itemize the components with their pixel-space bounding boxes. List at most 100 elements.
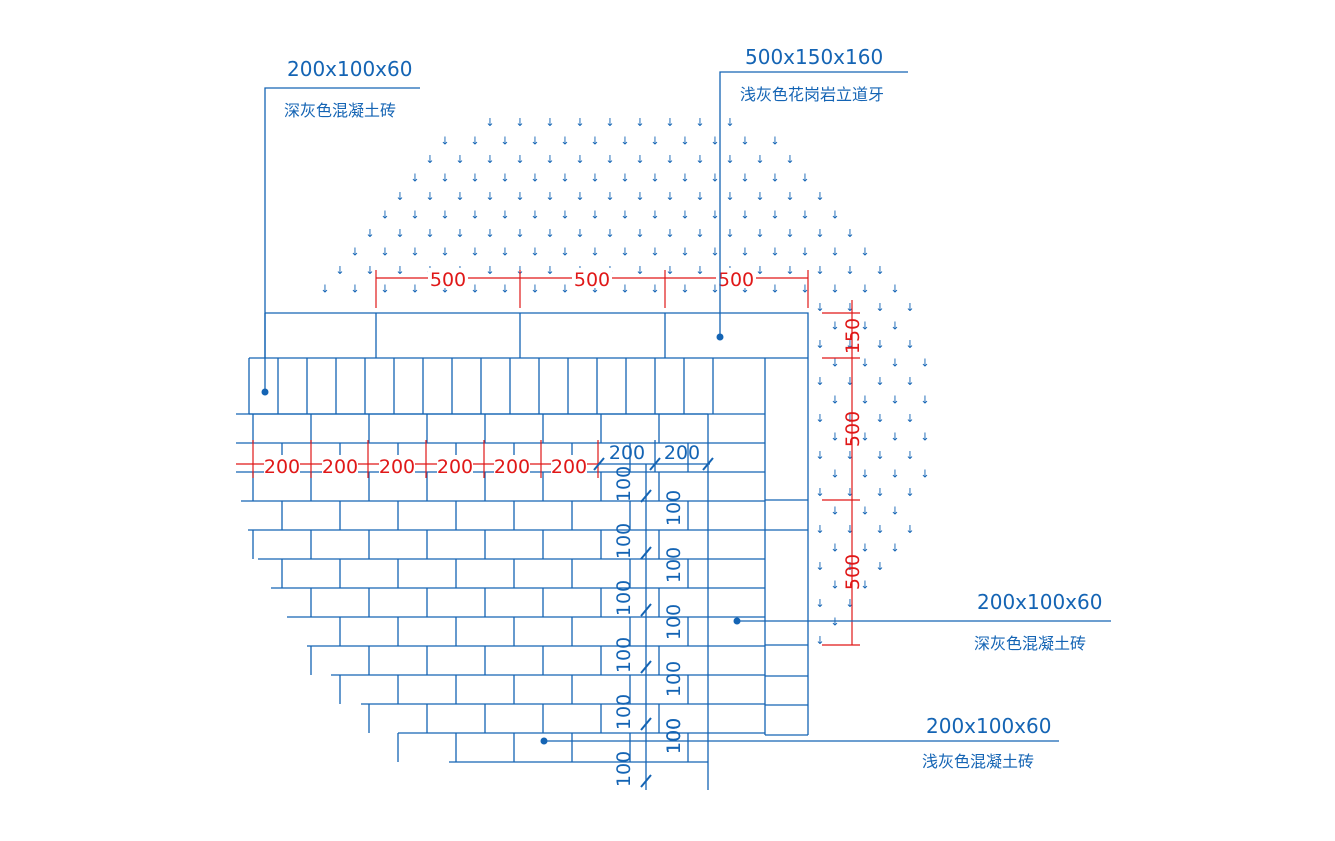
grass-symbol: ↓ xyxy=(560,209,569,222)
grass-symbol: ↓ xyxy=(530,246,539,259)
brick-module-dimensions: 200 200 10010010010010010010010010010010… xyxy=(593,440,714,790)
grass-symbol: ↓ xyxy=(695,227,704,240)
grass-symbol: ↓ xyxy=(890,431,899,444)
grass-symbol: ↓ xyxy=(860,579,869,592)
grass-symbol: ↓ xyxy=(875,560,884,573)
grass-symbol: ↓ xyxy=(665,116,674,129)
grass-symbol: ↓ xyxy=(785,227,794,240)
grass-symbol: ↓ xyxy=(920,394,929,407)
right-dimension-150: 150 xyxy=(842,318,864,354)
col-dimension-100-right-3: 100 xyxy=(663,604,685,640)
grass-symbol: ↓ xyxy=(815,560,824,573)
right-dimension-500-lower: 500 xyxy=(842,554,864,590)
grass-symbol: ↓ xyxy=(770,283,779,296)
grass-symbol: ↓ xyxy=(410,172,419,185)
grass-symbol: ↓ xyxy=(350,283,359,296)
right-dimension-500-upper: 500 xyxy=(842,411,864,447)
grass-symbol: ↓ xyxy=(845,264,854,277)
grass-symbol: ↓ xyxy=(710,172,719,185)
blue-dimension-200-1: 200 xyxy=(609,442,645,464)
grass-symbol: ↓ xyxy=(665,264,674,277)
grass-symbol: ↓ xyxy=(830,505,839,518)
grass-symbol: ↓ xyxy=(515,116,524,129)
grass-symbol: ↓ xyxy=(530,172,539,185)
callout-bottom-right-spec: 200x100x60 xyxy=(926,714,1051,738)
col-dimension-100-left-6: 100 xyxy=(613,751,635,787)
grass-symbol: ↓ xyxy=(410,283,419,296)
top-dimension-2: 500 xyxy=(574,269,610,291)
grass-symbol: ↓ xyxy=(875,486,884,499)
grass-symbol: ↓ xyxy=(635,153,644,166)
grass-symbol: ↓ xyxy=(620,246,629,259)
grass-symbol: ↓ xyxy=(755,227,764,240)
blue-dimension-200-2: 200 xyxy=(664,442,700,464)
grass-symbol: ↓ xyxy=(650,172,659,185)
grass-symbol: ↓ xyxy=(830,394,839,407)
grass-symbol: ↓ xyxy=(500,135,509,148)
callout-middle-right-name: 深灰色混凝土砖 xyxy=(974,634,1086,653)
grass-symbol: ↓ xyxy=(635,264,644,277)
grass-symbol: ↓ xyxy=(695,116,704,129)
grass-symbol: ↓ xyxy=(845,412,854,425)
grass-symbol: ↓ xyxy=(890,542,899,555)
grass-symbol: ↓ xyxy=(830,357,839,370)
callout-top-right-name: 浅灰色花岗岩立道牙 xyxy=(740,85,884,104)
grass-symbol: ↓ xyxy=(440,172,449,185)
grass-symbol: ↓ xyxy=(545,116,554,129)
grass-symbol: ↓ xyxy=(650,283,659,296)
grass-symbol: ↓ xyxy=(845,597,854,610)
grass-symbol: ↓ xyxy=(890,357,899,370)
grass-symbol: ↓ xyxy=(560,283,569,296)
grass-symbol: ↓ xyxy=(905,338,914,351)
grass-symbol: ↓ xyxy=(680,283,689,296)
grass-symbol: ↓ xyxy=(425,153,434,166)
grass-symbol: ↓ xyxy=(740,172,749,185)
grass-symbol: ↓ xyxy=(470,283,479,296)
grass-symbol: ↓ xyxy=(860,357,869,370)
col-dimension-100-left-3: 100 xyxy=(613,580,635,616)
grass-symbol: ↓ xyxy=(620,135,629,148)
granite-curb-band xyxy=(249,312,809,735)
grass-symbol: ↓ xyxy=(590,283,599,296)
grass-symbol: ↓ xyxy=(590,246,599,259)
grass-symbol: ↓ xyxy=(875,449,884,462)
grass-symbol: ↓ xyxy=(785,264,794,277)
grass-symbol: ↓ xyxy=(380,246,389,259)
grass-symbol: ↓ xyxy=(515,227,524,240)
col-dimension-100-left-4: 100 xyxy=(613,637,635,673)
callout-layer: 200x100x60 深灰色混凝土砖 500x150x160 浅灰色花岗岩立道牙… xyxy=(261,45,1111,771)
col-dimension-100-right-5: 100 xyxy=(663,718,685,754)
grass-symbol: ↓ xyxy=(830,283,839,296)
grass-symbol: ↓ xyxy=(620,172,629,185)
grass-symbol: ↓ xyxy=(560,135,569,148)
grass-symbol: ↓ xyxy=(875,523,884,536)
grass-symbol: ↓ xyxy=(875,301,884,314)
grass-symbol: ↓ xyxy=(890,505,899,518)
grass-symbol: ↓ xyxy=(335,264,344,277)
grass-symbol: ↓ xyxy=(410,246,419,259)
grass-symbol: ↓ xyxy=(530,209,539,222)
grass-symbol: ↓ xyxy=(605,190,614,203)
grass-symbol: ↓ xyxy=(620,283,629,296)
callout-top-left-spec: 200x100x60 xyxy=(287,57,412,81)
grass-symbol: ↓ xyxy=(485,264,494,277)
grass-symbol: ↓ xyxy=(815,264,824,277)
grass-symbol: ↓ xyxy=(395,190,404,203)
col-dimension-100-right-4: 100 xyxy=(663,661,685,697)
grass-symbol: ↓ xyxy=(725,227,734,240)
grass-symbol: ↓ xyxy=(740,283,749,296)
grass-symbol: ↓ xyxy=(575,153,584,166)
grass-symbol: ↓ xyxy=(680,172,689,185)
grass-symbol: ↓ xyxy=(365,264,374,277)
grass-symbol: ↓ xyxy=(710,209,719,222)
grass-symbol: ↓ xyxy=(875,375,884,388)
grass-symbol: ↓ xyxy=(800,283,809,296)
grass-symbol: ↓ xyxy=(605,153,614,166)
grass-symbol: ↓ xyxy=(905,375,914,388)
grass-symbol: ↓ xyxy=(830,542,839,555)
grass-symbol: ↓ xyxy=(800,246,809,259)
grass-symbol: ↓ xyxy=(860,431,869,444)
grass-symbol: ↓ xyxy=(860,394,869,407)
grass-symbol: ↓ xyxy=(740,246,749,259)
